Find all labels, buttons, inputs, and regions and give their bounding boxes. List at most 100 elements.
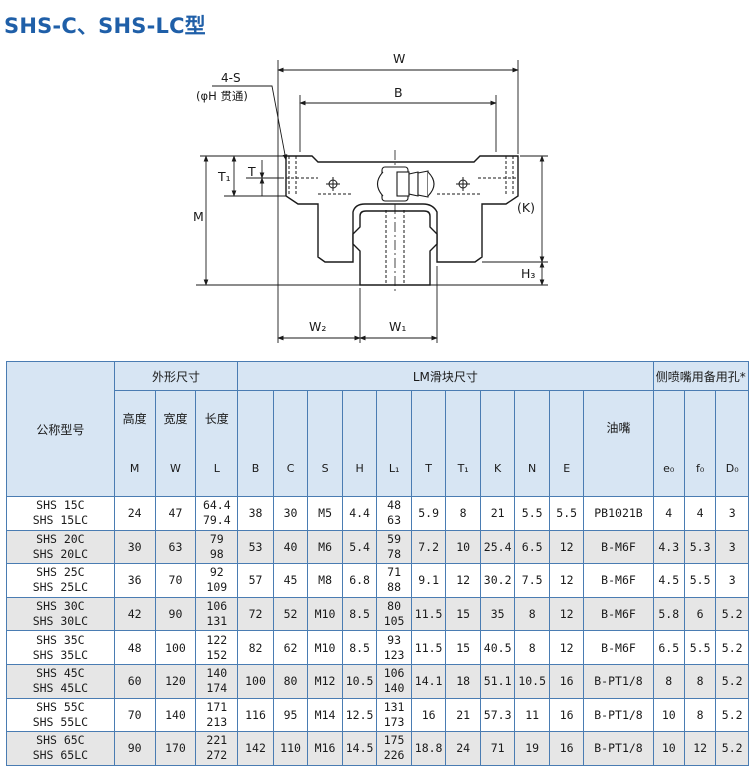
column-header-symbol: e₀ — [663, 461, 675, 475]
column-header-name — [309, 410, 342, 428]
column-header: C — [272, 390, 309, 497]
column-header-name: 高度 — [122, 411, 147, 426]
cell-value: 131 — [206, 614, 228, 629]
cell-nipple: B-M6F — [583, 563, 654, 598]
cell-value: 80 — [387, 599, 402, 614]
column-header-name — [378, 410, 411, 428]
model-name: SHS 25LC — [32, 580, 89, 595]
cell-m: 48 — [113, 630, 156, 665]
column-header-name: 油嘴 — [606, 420, 631, 435]
model-name: SHS 15LC — [32, 513, 89, 528]
column-header-symbol: D₀ — [725, 461, 739, 475]
column-header-symbol: N — [528, 461, 537, 475]
cell-n: 11 — [514, 697, 550, 733]
cell-m: 60 — [113, 663, 156, 699]
column-header-symbol: M — [129, 461, 140, 475]
column-header-name — [685, 410, 714, 428]
model-name: SHS 55C — [36, 699, 85, 714]
cell-e: 12 — [548, 596, 585, 632]
label-K: (K) — [517, 200, 535, 215]
column-header-name — [274, 410, 307, 428]
cell-value: 78 — [387, 546, 402, 561]
model-name: SHS 65C — [36, 733, 85, 748]
column-header-name — [412, 410, 445, 428]
column-header-symbol: B — [251, 461, 260, 475]
column-header: D₀ — [715, 390, 749, 497]
cell-e: 16 — [548, 663, 585, 699]
cell-m: 24 — [113, 496, 156, 531]
cell-k: 51.1 — [479, 663, 516, 699]
cell-m: 36 — [113, 563, 156, 598]
column-header-symbol: L — [213, 461, 220, 475]
cell-t1: 24 — [445, 731, 481, 766]
cell-nipple: B-PT1/8 — [583, 663, 654, 699]
cell-c: 62 — [272, 630, 309, 665]
block-outline — [285, 155, 519, 263]
cell-value: 79 — [209, 531, 224, 546]
cell-nipple: B-M6F — [583, 596, 654, 632]
header-model: 公称型号 — [6, 361, 115, 497]
header-side-nipple-holes: 侧喷嘴用备用孔* — [652, 361, 750, 391]
cell-k: 57.3 — [479, 697, 516, 733]
column-header-symbol: T — [425, 461, 432, 475]
cell-b: 142 — [237, 731, 274, 766]
cell-b: 82 — [237, 630, 274, 665]
cell-s: M10 — [307, 630, 343, 665]
cell-value: 174 — [206, 681, 228, 696]
cell-value: 59 — [387, 531, 402, 546]
dimension-lines — [203, 67, 545, 341]
cell-h: 8.5 — [341, 630, 378, 665]
cell-n: 5.5 — [514, 496, 550, 531]
cell-s: M6 — [307, 529, 343, 565]
column-header: E — [548, 390, 585, 497]
column-header: T₁ — [445, 390, 481, 497]
column-header: N — [514, 390, 550, 497]
cell-c: 40 — [272, 529, 309, 565]
model-name: SHS 25C — [36, 565, 85, 580]
cell-value: 64.4 — [202, 498, 231, 513]
cell-d0: 5.2 — [715, 596, 749, 632]
cell-value: 226 — [383, 748, 405, 763]
cell-h: 8.5 — [341, 596, 378, 632]
cell-t1: 18 — [445, 663, 481, 699]
cell-value: 98 — [209, 546, 224, 561]
cell-t: 7.2 — [410, 529, 447, 565]
model-name: SHS 30LC — [32, 614, 89, 629]
label-W: W — [393, 51, 405, 66]
cell-e: 5.5 — [548, 496, 585, 531]
column-header: e₀ — [652, 390, 685, 497]
cell-e0: 4.3 — [652, 529, 685, 565]
cell-b: 100 — [237, 663, 274, 699]
cell-h: 6.8 — [341, 563, 378, 598]
cell-value: 152 — [206, 647, 228, 662]
hidden-lines — [286, 156, 518, 285]
cell-value: 109 — [206, 580, 228, 595]
cell-f0: 5.3 — [683, 529, 717, 565]
column-header-symbol: L₁ — [388, 461, 400, 475]
cell-nipple: B-PT1/8 — [583, 697, 654, 733]
model-name: SHS 20C — [36, 531, 85, 546]
cell-value: 213 — [206, 714, 228, 729]
cell-value: 171 — [206, 699, 228, 714]
cell-d0: 3 — [715, 563, 749, 598]
cell-e0: 6.5 — [652, 630, 685, 665]
model-name: SHS 35LC — [32, 647, 89, 662]
label-B: B — [394, 85, 403, 100]
cell-value: 106 — [206, 599, 228, 614]
cell-m: 90 — [113, 731, 156, 766]
cell-t: 11.5 — [410, 630, 447, 665]
model-name: SHS 65LC — [32, 748, 89, 763]
cell-b: 57 — [237, 563, 274, 598]
cell-w: 100 — [154, 630, 197, 665]
cell-w: 70 — [154, 563, 197, 598]
cell-f0: 8 — [683, 697, 717, 733]
column-header-name — [239, 410, 273, 428]
header-outer-dimensions: 外形尺寸 — [113, 361, 239, 391]
cell-c: 30 — [272, 496, 309, 531]
